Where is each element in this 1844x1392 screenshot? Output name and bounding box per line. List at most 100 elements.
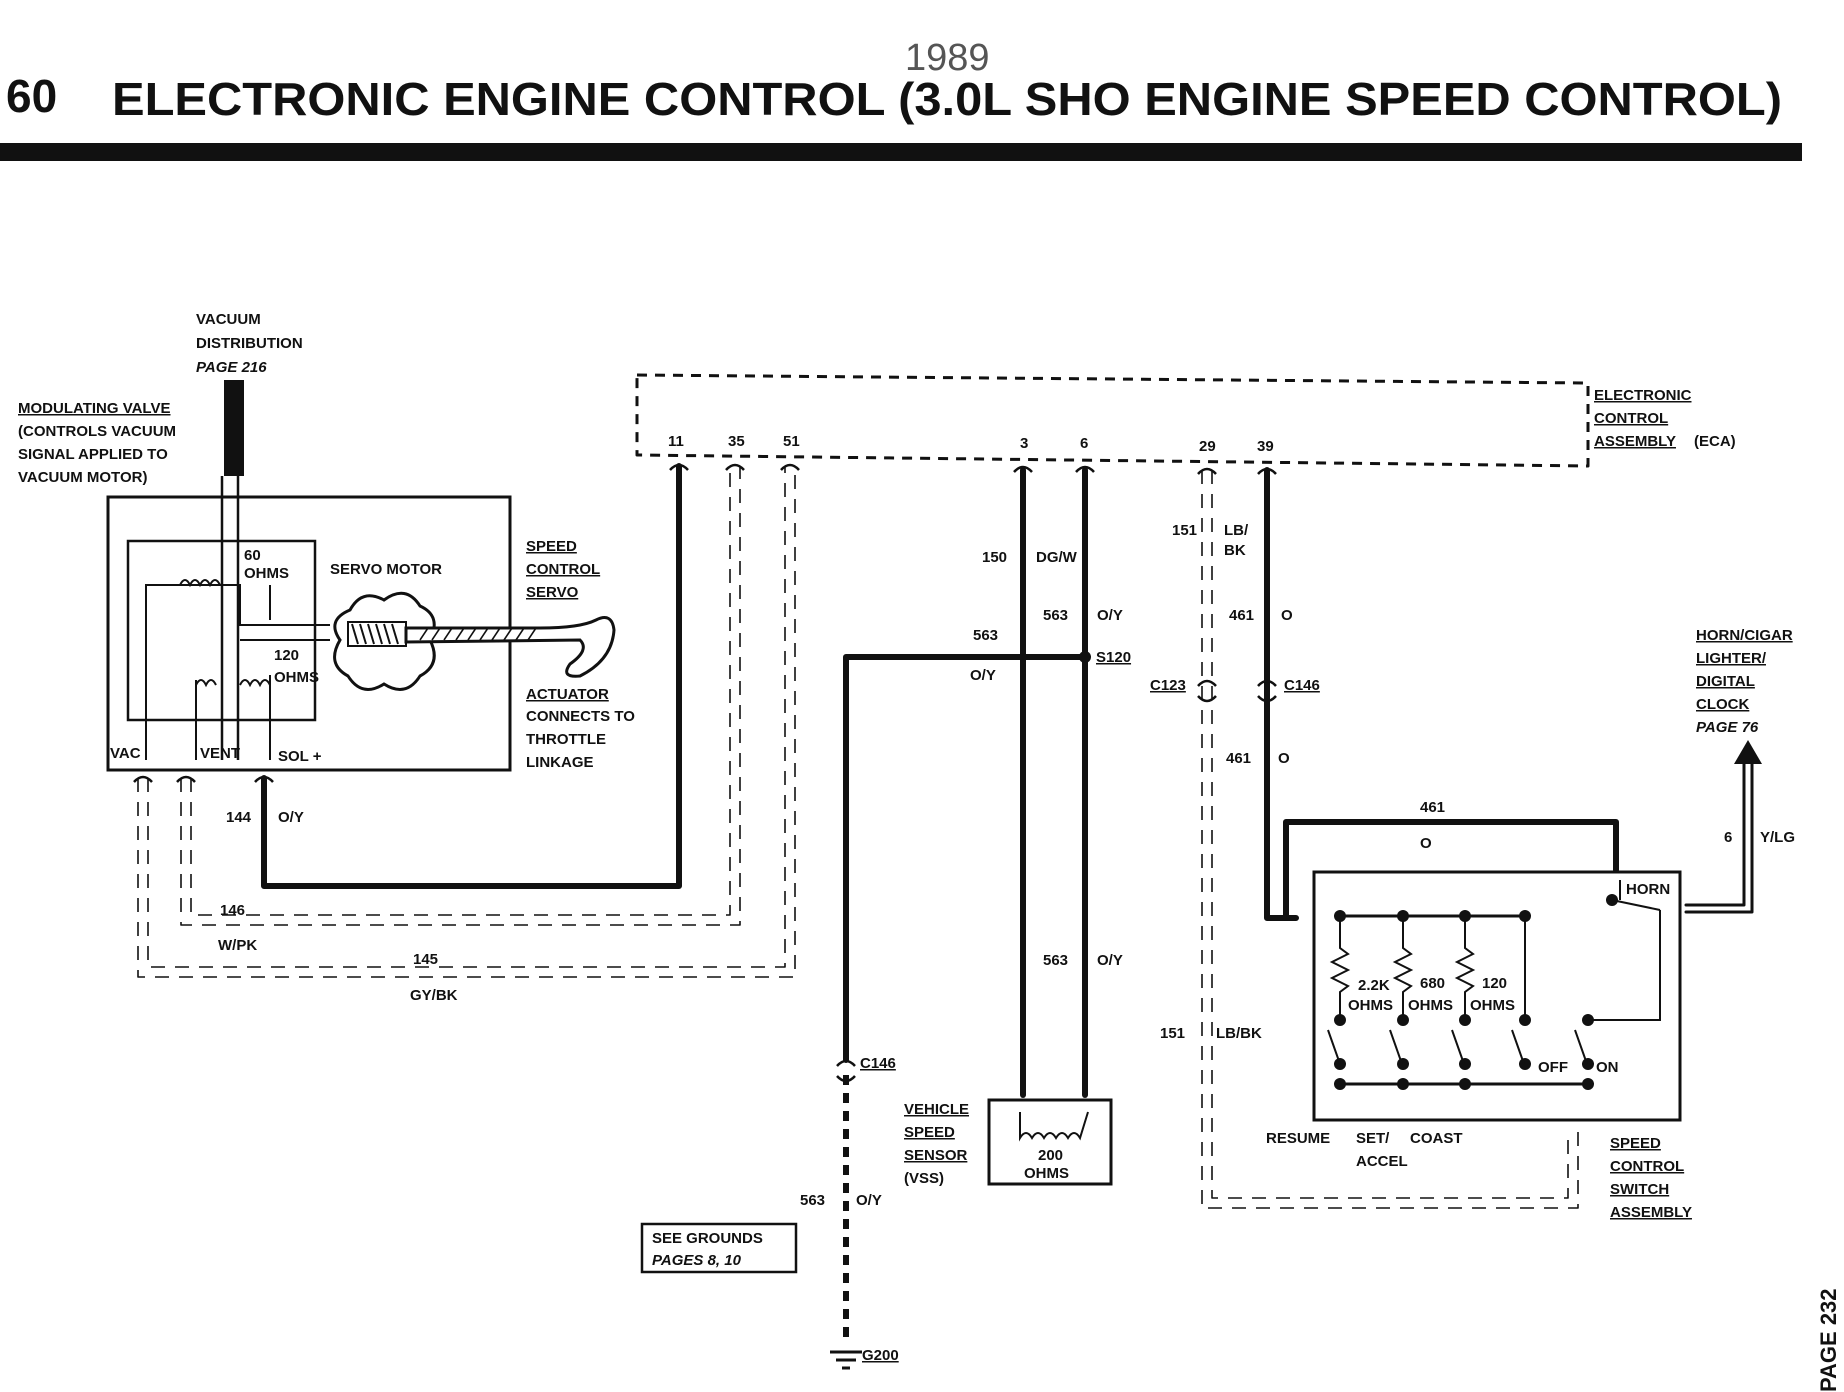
wire-151-color-a2: BK	[1224, 542, 1246, 559]
speed-control-servo-label: SPEED CONTROL SERVO	[526, 538, 600, 601]
resistor-120-unit: OHMS	[1470, 997, 1515, 1014]
svg-text:SERVO: SERVO	[526, 584, 579, 601]
vacuum-hose-tube	[220, 476, 240, 760]
wire-151-number-b: 151	[1160, 1025, 1185, 1042]
servo-inner-box	[126, 539, 317, 722]
svg-text:ELECTRONIC: ELECTRONIC	[1594, 387, 1692, 404]
switch-assembly-label: SPEED CONTROL SWITCH ASSEMBLY	[1610, 1135, 1692, 1221]
wire-150-color: DG/W	[1036, 549, 1078, 566]
eca-label: ELECTRONIC CONTROL ASSEMBLY (ECA)	[1594, 387, 1736, 450]
vss-box	[987, 1098, 1113, 1186]
svg-text:29: 29	[1199, 438, 1216, 455]
svg-text:35: 35	[728, 433, 745, 450]
grounds-note-line1: SEE GROUNDS	[652, 1230, 763, 1247]
svg-text:6: 6	[1080, 435, 1088, 452]
svg-text:PAGE 216: PAGE 216	[196, 359, 267, 376]
wire-146-number: 146	[220, 902, 245, 919]
switch-contacts	[1327, 880, 1661, 1065]
page-title: ELECTRONIC ENGINE CONTROL (3.0L SHO ENGI…	[112, 73, 1782, 125]
wire-563-number-a: 563	[1043, 607, 1068, 624]
resistor-680-unit: OHMS	[1408, 997, 1453, 1014]
page-number: 60	[6, 70, 57, 122]
switch-resistors	[1329, 916, 1526, 1020]
svg-text:THROTTLE: THROTTLE	[526, 731, 606, 748]
svg-text:SPEED: SPEED	[1610, 1135, 1661, 1152]
wire-144-number: 144	[226, 809, 252, 826]
wire-563-splice	[843, 654, 1088, 1063]
svg-text:HORN/CIGAR: HORN/CIGAR	[1696, 627, 1793, 644]
svg-text:MODULATING VALVE: MODULATING VALVE	[18, 400, 171, 417]
terminal-sol: SOL +	[278, 748, 322, 765]
horn-label: HORN/CIGAR LIGHTER/ DIGITAL CLOCK PAGE 7…	[1696, 627, 1793, 736]
wire-563-color-a: O/Y	[1097, 607, 1123, 624]
wire-461-number-b: 461	[1226, 750, 1251, 767]
wire-144-color: O/Y	[278, 809, 304, 826]
pin-marks-left	[133, 463, 800, 783]
svg-text:SPEED: SPEED	[904, 1124, 955, 1141]
ground-g200-symbol	[830, 1350, 862, 1370]
wire-563-color-c: O/Y	[1097, 952, 1123, 969]
splice-s120	[1079, 651, 1091, 663]
switch-on-label: ON	[1596, 1059, 1619, 1076]
switch-horn-label: HORN	[1626, 881, 1670, 898]
terminal-vent: VENT	[200, 745, 240, 762]
vss-coil	[1019, 1111, 1089, 1142]
connector-c146: C146	[1284, 677, 1320, 694]
svg-text:11: 11	[668, 433, 684, 450]
resistor-120-label: 120 OHMS	[274, 647, 319, 686]
wire-461-color-b: O	[1278, 750, 1290, 767]
wire-461-color-c: O	[1420, 835, 1432, 852]
wire-6-yellow	[1684, 758, 1754, 914]
svg-text:(VSS): (VSS)	[904, 1170, 944, 1187]
wire-563-color-b: O/Y	[970, 667, 996, 684]
resistor-2-2k-unit: OHMS	[1348, 997, 1393, 1014]
svg-text:LIGHTER/: LIGHTER/	[1696, 650, 1767, 667]
switch-set-label: SET/	[1356, 1130, 1390, 1147]
servo-motor-label: SERVO MOTOR	[330, 561, 442, 578]
wire-461-number-a: 461	[1229, 607, 1254, 624]
svg-text:CONNECTS TO: CONNECTS TO	[526, 708, 635, 725]
wire-6-number: 6	[1724, 829, 1732, 846]
vacuum-distribution-label: VACUUM DISTRIBUTION PAGE 216	[196, 311, 303, 376]
svg-text:CONTROL: CONTROL	[526, 561, 600, 578]
svg-text:DISTRIBUTION: DISTRIBUTION	[196, 335, 303, 352]
svg-text:VACUUM MOTOR): VACUUM MOTOR)	[18, 469, 147, 486]
wire-145-color: GY/BK	[410, 987, 458, 1004]
vss-resistance-unit: OHMS	[1024, 1165, 1069, 1182]
svg-text:CONTROL: CONTROL	[1610, 1158, 1684, 1175]
svg-text:OHMS: OHMS	[244, 565, 289, 582]
switch-coast-label: COAST	[1410, 1130, 1463, 1147]
wire-146	[180, 466, 741, 926]
svg-text:CLOCK: CLOCK	[1696, 696, 1749, 713]
wire-150-number: 150	[982, 549, 1007, 566]
wire-145-number: 145	[413, 951, 438, 968]
wire-151	[1201, 470, 1579, 1209]
vacuum-hose	[224, 380, 244, 476]
svg-text:SWITCH: SWITCH	[1610, 1181, 1669, 1198]
actuator-cable	[404, 616, 616, 678]
svg-text:OHMS: OHMS	[274, 669, 319, 686]
resistor-680-value: 680	[1420, 975, 1445, 992]
wire-146-color: W/PK	[218, 937, 257, 954]
wire-6-color: Y/LG	[1760, 829, 1795, 846]
wire-563-color-d: O/Y	[856, 1192, 882, 1209]
svg-text:39: 39	[1257, 438, 1274, 455]
svg-text:LINKAGE: LINKAGE	[526, 754, 594, 771]
switch-off-label: OFF	[1538, 1059, 1568, 1076]
pin-marks-switch	[1197, 467, 1277, 703]
svg-text:(CONTROLS VACUUM: (CONTROLS VACUUM	[18, 423, 176, 440]
eca-pin-numbers: 11 35 51 3 6 29 39	[668, 433, 1274, 455]
switch-resume-label: RESUME	[1266, 1130, 1330, 1147]
wire-461	[1264, 467, 1299, 921]
svg-text:DIGITAL: DIGITAL	[1696, 673, 1755, 690]
pin-marks-vss	[836, 465, 1095, 1083]
switch-assembly-box	[1312, 870, 1682, 1122]
eca-dashed-box	[635, 373, 1590, 468]
year-stamp: 1989	[905, 37, 990, 79]
servo-internal-wiring	[145, 584, 330, 760]
svg-text:ACTUATOR: ACTUATOR	[526, 686, 609, 703]
wire-461-color-a: O	[1281, 607, 1293, 624]
svg-text:VACUUM: VACUUM	[196, 311, 261, 328]
wire-151-number-a: 151	[1172, 522, 1197, 539]
svg-text:SIGNAL APPLIED TO: SIGNAL APPLIED TO	[18, 446, 168, 463]
